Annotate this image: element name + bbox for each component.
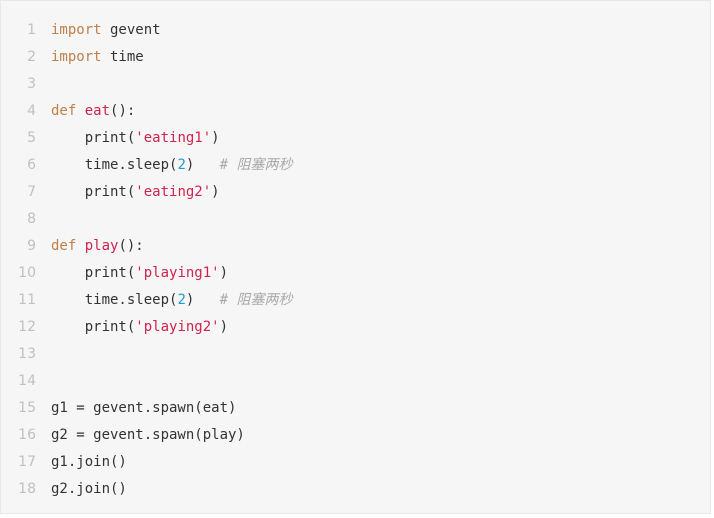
line-source: g2.join() (51, 476, 127, 503)
line-source: print('eating1') (51, 125, 220, 152)
line-number: 14 (18, 373, 36, 389)
line-source: import time (51, 44, 144, 71)
line-number: 11 (18, 292, 36, 308)
line-source: def eat(): (51, 98, 135, 125)
line-source: print('playing2') (51, 314, 228, 341)
token-num: 2 (177, 292, 186, 308)
token-cm: # 阻塞两秒 (219, 292, 293, 308)
token-kw: def (51, 103, 77, 119)
token-str: 'playing2' (135, 319, 220, 335)
token-pl: (): (118, 238, 144, 254)
line-source: time.sleep(2) # 阻塞两秒 (51, 152, 293, 179)
token-pl: print( (51, 265, 136, 281)
line-number: 7 (27, 184, 36, 200)
line-number: 5 (27, 130, 36, 146)
code-line: 10 print('playing1') (1, 260, 710, 287)
line-number: 8 (27, 211, 36, 227)
token-pl: time.sleep( (51, 292, 178, 308)
line-source: print('eating2') (51, 179, 220, 206)
line-number: 18 (18, 481, 36, 497)
token-pl: time (101, 49, 144, 65)
token-pl: ) (185, 292, 220, 308)
token-pl: g2.join() (51, 481, 127, 497)
token-pl (76, 103, 84, 119)
line-number: 16 (18, 427, 36, 443)
code-line: 1 import gevent (1, 17, 710, 44)
line-number: 1 (27, 22, 36, 38)
code-line: 9 def play(): (1, 233, 710, 260)
token-fn: play (84, 238, 119, 254)
line-number: 10 (18, 265, 36, 281)
token-pl: g2 = gevent.spawn(play) (51, 427, 245, 443)
token-pl: ) (185, 157, 220, 173)
token-pl: print( (51, 319, 136, 335)
token-pl: ) (211, 130, 220, 146)
token-kw: import (51, 22, 102, 38)
code-line: 14 (1, 368, 710, 395)
token-str: 'eating1' (135, 130, 212, 146)
code-line: 17 g1.join() (1, 449, 710, 476)
token-pl (76, 238, 84, 254)
code-line: 5 print('eating1') (1, 125, 710, 152)
code-line: 3 (1, 71, 710, 98)
token-pl: gevent (101, 22, 161, 38)
line-source: print('playing1') (51, 260, 228, 287)
code-line: 7 print('eating2') (1, 179, 710, 206)
line-number: 17 (18, 454, 36, 470)
token-pl: print( (51, 184, 136, 200)
token-pl: print( (51, 130, 136, 146)
token-fn: eat (84, 103, 111, 119)
token-pl: (): (110, 103, 136, 119)
line-source: import gevent (51, 17, 161, 44)
token-str: 'eating2' (135, 184, 212, 200)
token-pl: g1.join() (51, 454, 127, 470)
token-num: 2 (177, 157, 186, 173)
code-line: 4 def eat(): (1, 98, 710, 125)
code-line: 11 time.sleep(2) # 阻塞两秒 (1, 287, 710, 314)
code-line: 13 (1, 341, 710, 368)
code-line: 12 print('playing2') (1, 314, 710, 341)
line-number: 13 (18, 346, 36, 362)
line-source: g1 = gevent.spawn(eat) (51, 395, 236, 422)
line-source: time.sleep(2) # 阻塞两秒 (51, 287, 293, 314)
line-number: 4 (27, 103, 36, 119)
code-line: 6 time.sleep(2) # 阻塞两秒 (1, 152, 710, 179)
line-source: def play(): (51, 233, 144, 260)
token-pl: time.sleep( (51, 157, 178, 173)
token-kw: def (51, 238, 77, 254)
token-pl: g1 = gevent.spawn(eat) (51, 400, 237, 416)
token-cm: # 阻塞两秒 (219, 157, 293, 173)
token-kw: import (51, 49, 102, 65)
code-line: 18 g2.join() (1, 476, 710, 503)
token-pl: ) (211, 184, 220, 200)
line-number: 2 (27, 49, 36, 65)
code-line: 15 g1 = gevent.spawn(eat) (1, 395, 710, 422)
line-source: g1.join() (51, 449, 127, 476)
token-pl: ) (219, 319, 229, 335)
line-number: 15 (18, 400, 36, 416)
code-line: 16 g2 = gevent.spawn(play) (1, 422, 710, 449)
code-line: 8 (1, 206, 710, 233)
code-line: 2 import time (1, 44, 710, 71)
token-str: 'playing1' (135, 265, 220, 281)
line-number: 3 (27, 76, 36, 92)
line-number: 9 (27, 238, 36, 254)
line-number: 6 (27, 157, 36, 173)
line-number: 12 (18, 319, 36, 335)
line-source: g2 = gevent.spawn(play) (51, 422, 245, 449)
token-pl: ) (219, 265, 229, 281)
